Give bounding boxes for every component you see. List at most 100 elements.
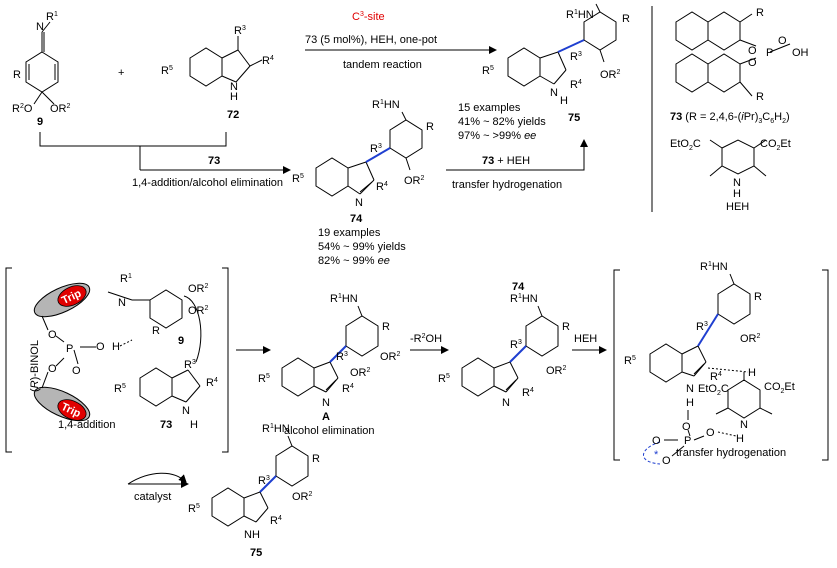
- ts1-bracket-right: [222, 267, 229, 453]
- mechanism-74-r: R: [562, 321, 570, 333]
- ts1-h: H: [112, 341, 120, 353]
- c3-site-label: C3-site: [352, 11, 385, 23]
- intermediate-a-r5: R5: [258, 373, 270, 385]
- catalyst-o-top: O: [748, 45, 757, 57]
- ts2-heh-h: H: [748, 367, 756, 379]
- ts2-step-label: transfer hydrogenation: [676, 447, 786, 459]
- intermediate-a-r4: R4: [342, 383, 354, 395]
- ts2-hydride-dash: [707, 367, 749, 373]
- ts1-indole-r4: R4: [206, 377, 218, 389]
- mechanism-74-compound: 74: [512, 281, 525, 293]
- intermediate-a-r1hn: R1HN: [330, 293, 358, 305]
- final-75-r5: R5: [188, 503, 200, 515]
- ts2-o-top: O: [682, 421, 691, 433]
- addition-description: 1,4-addition/alcohol elimination: [132, 177, 283, 189]
- ts1-hbond: [119, 339, 133, 347]
- intermediate-a-structure: [281, 305, 379, 397]
- heh-n: N: [733, 177, 741, 189]
- product-75-ee: 97% ~ >99% ee: [458, 130, 536, 142]
- mechanism-74-r1hn: R1HN: [510, 293, 538, 305]
- intermediate-74-compound: 74: [350, 213, 363, 225]
- product-75-yields: 41% ~ 82% yields: [458, 116, 546, 128]
- ts1-r1: R1: [120, 273, 132, 285]
- ts1-indole-r3: R3: [184, 359, 196, 371]
- indole-nh-label: N: [230, 81, 238, 93]
- final-75-blue-bond: [259, 475, 277, 493]
- ts2-h: H: [686, 397, 694, 409]
- ts1-o2: O: [48, 363, 57, 375]
- intermediate-a-r: R: [382, 321, 390, 333]
- imine-9-structure: [25, 21, 59, 105]
- heh-ester-left: EtO2C: [670, 138, 701, 152]
- ts2-bracket-left: [613, 269, 620, 461]
- product-75-nh: N: [550, 87, 558, 99]
- ts2-indoline: [649, 273, 751, 383]
- ts1-indole-r5: R5: [114, 383, 126, 395]
- mechanism-74-structure: [461, 305, 559, 397]
- ts1-r: R: [152, 325, 160, 337]
- ts2-heh-nh: H: [736, 433, 744, 445]
- catalyst-definition: 73 (R = 2,4,6-(iPr)3C6H2): [670, 111, 790, 125]
- intermediate-74-r3: R3: [370, 143, 382, 155]
- ts2-bracket-right: [822, 269, 829, 461]
- ts1-bracket-left: [5, 267, 12, 453]
- hydrogenation-reagents: 73 + HEH: [482, 155, 530, 167]
- ts2-r1hn: R1HN: [700, 261, 728, 273]
- ts1-o3: O: [72, 365, 81, 377]
- indole-h-label: H: [230, 91, 238, 103]
- hydrogenation-arrow: [446, 139, 588, 171]
- indole-r5-label: R5: [161, 65, 173, 77]
- tandem-mode: tandem reaction: [343, 59, 422, 71]
- mechanism-74-r5: R5: [438, 373, 450, 385]
- ts2-o-left: O: [652, 435, 661, 447]
- imine-r1-label: R1: [46, 11, 58, 23]
- ts2-o-bottom: O: [662, 455, 671, 467]
- ts1-o1: O: [48, 329, 57, 341]
- mechanism-74-or2: OR2: [546, 365, 567, 377]
- ts1-or2-top: OR2: [188, 283, 209, 295]
- product-75-or2: OR2: [600, 69, 621, 81]
- imine-or2-left: R2O: [12, 103, 33, 115]
- intermediate-74-r5: R5: [292, 173, 304, 185]
- product-75-h: H: [560, 95, 568, 107]
- ts2-heh-n: N: [740, 419, 748, 431]
- intermediate-a-blue-bond: [329, 345, 347, 363]
- catalyst-oh: OH: [792, 47, 809, 59]
- product-75-r1hn: R1HN: [566, 9, 594, 21]
- intermediate-74-blue-bond: [365, 147, 391, 163]
- hydrogenation-description: transfer hydrogenation: [452, 179, 562, 191]
- final-75-r3: R3: [258, 475, 270, 487]
- catalyst-r-top: R: [756, 7, 764, 19]
- ts1-p: P: [66, 343, 73, 355]
- ts1-indole-h: H: [190, 419, 198, 431]
- imine-r-label: R: [13, 69, 21, 81]
- trip-bottom-ellipse: [33, 386, 91, 422]
- final-75-compound: 75: [250, 547, 262, 559]
- hantzsch-ester-structure: [709, 139, 767, 177]
- trip-top-ellipse: [33, 282, 91, 318]
- ts2-ester-left: EtO2C: [698, 383, 729, 397]
- product-75-r4: R4: [570, 79, 582, 91]
- indole-r4-label: R4: [262, 55, 274, 67]
- final-75-r: R: [312, 453, 320, 465]
- ts2-heh: [715, 372, 773, 419]
- ts2-p: P: [684, 435, 691, 447]
- catalyst-o-double: O: [778, 35, 787, 47]
- binol-label: (R)-BINOL: [29, 340, 41, 392]
- intermediate-74-yields: 54% ~ 99% yields: [318, 241, 406, 253]
- mechanism-74-r3: R3: [510, 339, 522, 351]
- mechanism-74-r4: R4: [522, 387, 534, 399]
- ts1-step-label: 1,4-addition: [58, 419, 116, 431]
- final-75-r1hn: R1HN: [262, 423, 290, 435]
- intermediate-a-label: A: [322, 411, 330, 423]
- product-75-r: R: [622, 13, 630, 25]
- alcohol-elimination-label: alcohol elimination: [284, 425, 375, 437]
- phosphate-ts1: [41, 315, 96, 389]
- product-75-structure: [507, 3, 617, 87]
- heh-arrow-label: HEH: [574, 333, 597, 345]
- product-75-compound: 75: [568, 112, 580, 124]
- heh-ester-right: CO2Et: [760, 138, 791, 152]
- intermediate-74-or2: OR2: [404, 175, 425, 187]
- final-75-or2: OR2: [292, 491, 313, 503]
